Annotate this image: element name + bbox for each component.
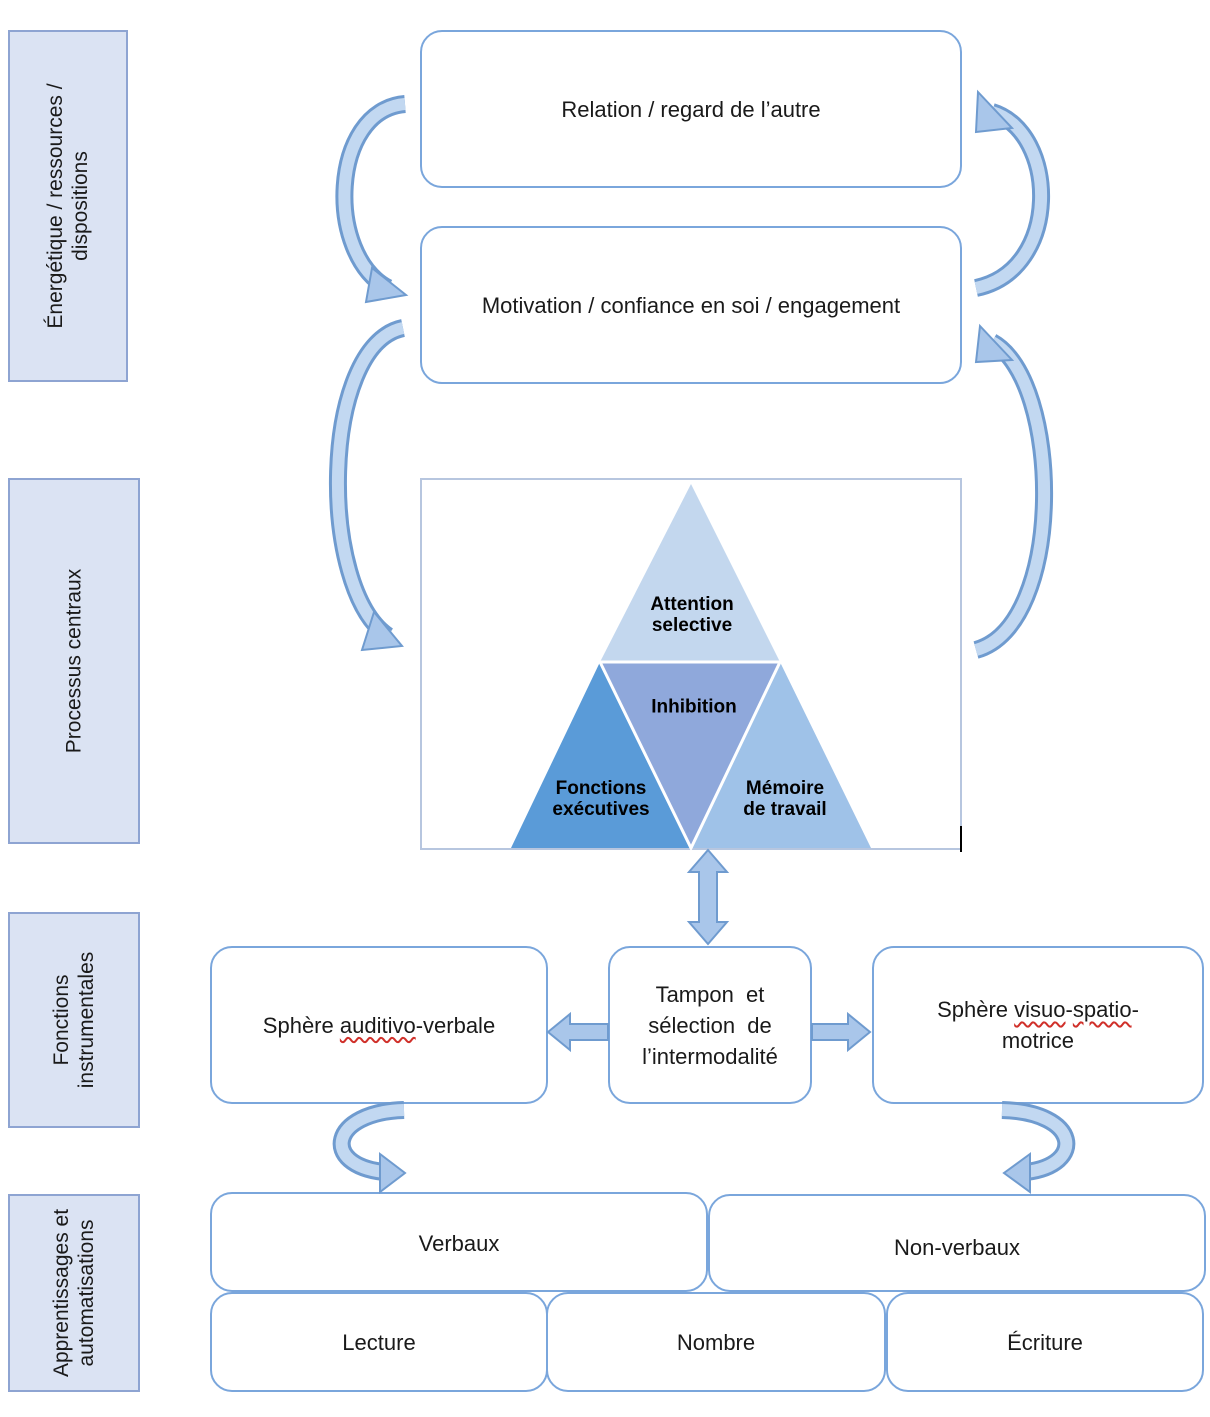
motivation-text: Motivation / confiance en soi / engageme… xyxy=(481,292,901,318)
curved-arrow-motivation-to-processus-icon xyxy=(328,319,406,652)
double-arrow-vertical-icon xyxy=(686,848,730,946)
relation-text: Relation / regard de l’autre xyxy=(561,96,821,122)
verbaux-box: Verbaux xyxy=(210,1192,708,1292)
sphere-visuo-spatio-motrice-text: Sphère visuo-spatio- motrice xyxy=(937,997,1139,1053)
arrow-left-icon xyxy=(546,1011,609,1053)
relation-box: Relation / regard de l’autre xyxy=(420,30,962,188)
curved-arrow-processus-to-motivation-icon xyxy=(972,323,1054,659)
attention-label: Attention selective xyxy=(650,594,734,636)
tampon-text: Tampon et sélection de l’intermodalité xyxy=(642,981,778,1069)
verbaux-text: Verbaux xyxy=(418,1231,500,1256)
side-label-apprentissages: Apprentissages et automatisations xyxy=(8,1194,140,1392)
non-verbaux-box: Non-verbaux xyxy=(708,1194,1206,1292)
nombre-box: Nombre xyxy=(546,1292,886,1392)
memoire-triangle xyxy=(691,662,871,848)
lecture-text: Lecture xyxy=(342,1329,416,1355)
side-label-fonctions: Fonctions instrumentales xyxy=(8,912,140,1128)
curved-arrow-visuo-to-nonverbaux-icon xyxy=(1001,1101,1076,1194)
ecriture-text: Écriture xyxy=(1007,1329,1083,1355)
curved-arrow-relation-to-motivation-icon xyxy=(335,95,409,304)
fonctions-executives-label: Fonctions exécutives xyxy=(552,778,650,820)
sphere-auditivo-verbale-text: Sphère auditivo-verbale xyxy=(262,1012,496,1038)
attention-triangle xyxy=(600,484,780,662)
curved-arrow-motivation-to-relation-icon xyxy=(973,89,1050,297)
side-label-processus: Processus centraux xyxy=(8,478,140,844)
fonctions-executives-triangle xyxy=(511,662,691,848)
nombre-text: Nombre xyxy=(676,1329,756,1355)
curved-arrow-auditivo-to-verbaux-icon xyxy=(332,1101,407,1195)
sphere-visuo-spatio-motrice-box: Sphère visuo-spatio- motrice xyxy=(872,946,1204,1104)
inhibition-label: Inhibition xyxy=(651,696,737,718)
lecture-box: Lecture xyxy=(210,1292,548,1392)
sphere-auditivo-verbale-box: Sphère auditivo-verbale xyxy=(210,946,548,1104)
arrow-right-icon xyxy=(811,1011,872,1053)
tampon-box: Tampon et sélection de l’intermodalité xyxy=(608,946,812,1104)
ecriture-box: Écriture xyxy=(886,1292,1204,1392)
side-label-energetique: Énergétique / ressources / dispositions xyxy=(8,30,128,382)
memoire-label: Mémoire de travail xyxy=(743,778,827,820)
motivation-box: Motivation / confiance en soi / engageme… xyxy=(420,226,962,384)
inhibition-triangle xyxy=(597,660,783,852)
non-verbaux-text: Non-verbaux xyxy=(894,1235,1020,1260)
